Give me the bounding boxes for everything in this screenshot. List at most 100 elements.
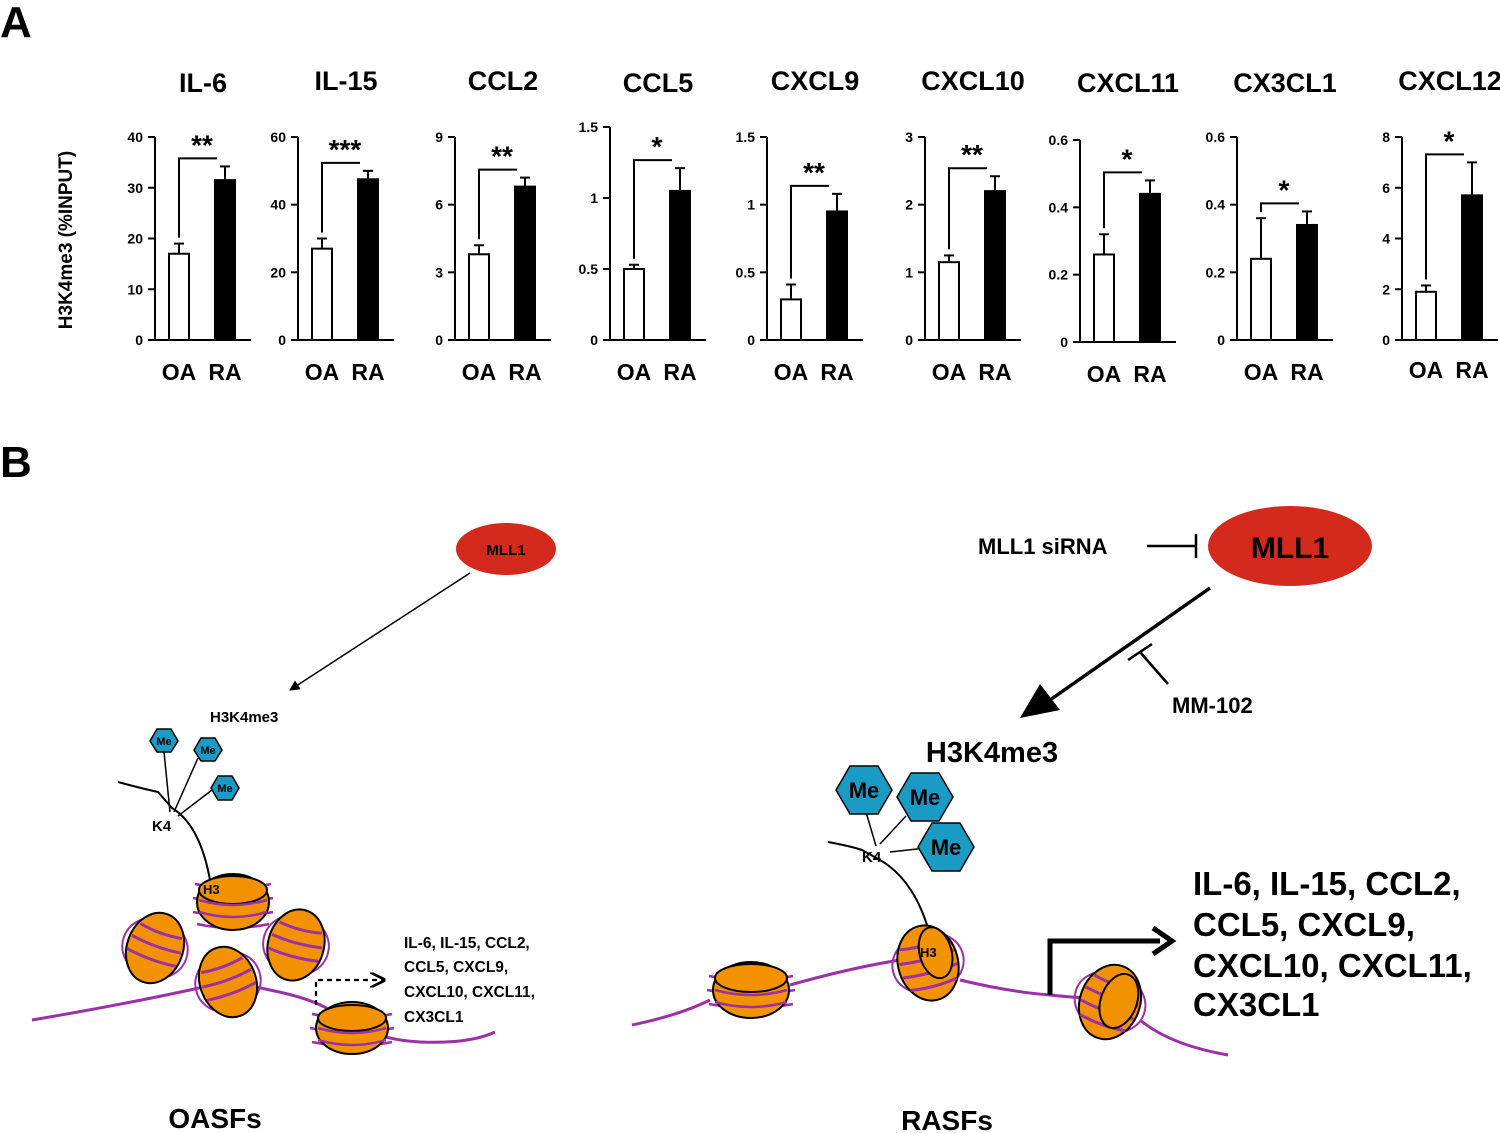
rasf-caption: RASFs	[901, 1105, 993, 1133]
cxcl10-chart-title: CXCL10	[921, 66, 1025, 96]
rasf-mll1-label: MLL1	[1251, 532, 1329, 565]
rasf-histone-tail	[827, 841, 931, 936]
cxcl12-y-tick-label: 8	[1382, 129, 1390, 145]
cxcl11-y-tick-label: 0.2	[1049, 267, 1069, 283]
cx3cl1-x-tick-label: OA	[1244, 359, 1279, 385]
il-15-y-tick-label: 0	[278, 332, 286, 348]
oasf-methyl-group-1: Me	[149, 728, 179, 753]
oasf-gene-line-2: CCL5, CXCL9,	[404, 959, 508, 976]
oasf-gene-line-4: CX3CL1	[404, 1009, 464, 1026]
cxcl9-significance-bracket	[790, 184, 829, 279]
rasf-me-bond-1	[865, 811, 877, 847]
oasf-diagram: MLL1 H3K4me3 K4 Me Me Me	[31, 523, 556, 1133]
cx3cl1-significance-bracket	[1260, 202, 1299, 213]
cxcl9-significance-label: **	[803, 157, 825, 188]
il-6-x-tick-label: OA	[162, 359, 197, 385]
ccl2-significance-bracket	[478, 168, 517, 240]
ccl2-significance-label: **	[491, 141, 513, 172]
cxcl12-significance-label: *	[1444, 125, 1455, 156]
cxcl12-x-tick-label: OA	[1409, 357, 1444, 383]
cxcl12-chart-title: CXCL12	[1398, 66, 1500, 96]
rasf-methyl-group-3: Me	[917, 822, 975, 872]
il-6-bar-oa	[168, 252, 190, 342]
il-6-bar-ra	[214, 179, 236, 341]
svg-text:Me: Me	[217, 783, 232, 795]
il-15-y-tick-label: 60	[270, 129, 286, 145]
il-15-significance-label: ***	[329, 134, 362, 165]
rasf-mark-label: H3K4me3	[926, 737, 1058, 769]
cxcl12-significance-bracket	[1425, 153, 1464, 280]
ccl2-x-tick-label: OA	[462, 359, 497, 385]
cxcl10-y-tick-label: 1	[905, 264, 913, 280]
il-6-y-tick-label: 0	[135, 332, 143, 348]
cxcl10-y-tick-label: 3	[905, 129, 913, 145]
rasf-mm102-inhibit-line	[1139, 651, 1169, 685]
cxcl11-significance-bracket	[1103, 171, 1142, 229]
rasf-methylation-arrow-line	[1048, 586, 1212, 702]
cxcl11-bar-ra	[1139, 192, 1161, 343]
ccl2-y-tick-label: 6	[435, 197, 443, 213]
svg-text:Me: Me	[849, 778, 880, 803]
il-15-y-tick-label: 40	[270, 197, 286, 213]
cxcl11-x-tick-label: RA	[1133, 361, 1166, 387]
ccl5-significance-label: *	[652, 131, 663, 162]
ccl5-bar-oa	[623, 268, 645, 341]
rasf-gene-line-2: CCL5, CXCL9,	[1193, 906, 1415, 943]
oasf-nucleosome-h3	[192, 873, 274, 931]
il-6-y-tick-label: 30	[127, 180, 143, 196]
oasf-methylation-arrow	[289, 572, 471, 691]
rasf-dna	[631, 958, 1229, 1057]
ccl2-x-tick-label: RA	[508, 359, 541, 385]
ccl5-x-tick-label: OA	[617, 359, 652, 385]
cx3cl1-y-tick-label: 0.2	[1206, 264, 1226, 280]
rasf-gene-line-1: IL-6, IL-15, CCL2,	[1193, 865, 1461, 902]
cx3cl1-significance-label: *	[1279, 174, 1290, 205]
il-6-chart-title: IL-6	[179, 68, 227, 98]
ccl2-y-tick-label: 3	[435, 264, 443, 280]
y-axis-label: H3K4me3 (%INPUT)	[56, 151, 77, 329]
ccl5-chart-title: CCL5	[623, 68, 694, 98]
ccl2-chart-title: CCL2	[468, 66, 539, 96]
oasf-nucleosome-5	[309, 1001, 395, 1055]
il-6-significance-label: **	[191, 129, 213, 160]
oasf-caption: OASFs	[168, 1103, 261, 1133]
oasf-nucleosome-2	[262, 908, 330, 982]
cxcl10-bar-oa	[938, 261, 960, 341]
panel-b-label: B	[0, 438, 32, 487]
cx3cl1-y-tick-label: 0.6	[1206, 129, 1226, 145]
cxcl10-x-tick-label: RA	[978, 359, 1011, 385]
il-6-y-tick-label: 20	[127, 231, 143, 247]
cxcl9-y-tick-label: 0.5	[736, 264, 756, 280]
cx3cl1-y-tick-label: 0	[1217, 332, 1225, 348]
rasf-nucleosome-1	[706, 961, 796, 1019]
cxcl10-y-tick-label: 2	[905, 197, 913, 213]
oasf-gene-line-3: CXCL10, CXCL11,	[404, 984, 535, 1001]
cxcl9-y-tick-label: 1.5	[736, 129, 756, 145]
cxcl10-y-tick-label: 0	[905, 332, 913, 348]
cxcl11-y-tick-label: 0	[1060, 334, 1068, 350]
cxcl9-y-tick-label: 0	[747, 332, 755, 348]
cxcl12-x-tick-label: RA	[1455, 357, 1488, 383]
oasf-gene-line-1: IL-6, IL-15, CCL2,	[404, 935, 530, 952]
cxcl9-x-tick-label: RA	[820, 359, 853, 385]
oasf-histone-tail	[117, 781, 211, 881]
ccl5-significance-bracket	[633, 159, 672, 259]
il-15-bar-ra	[357, 178, 379, 341]
cxcl9-chart-title: CXCL9	[771, 66, 860, 96]
cxcl12-bar-ra	[1461, 194, 1483, 341]
ccl2-bar-ra	[514, 185, 536, 341]
svg-text:Me: Me	[931, 835, 962, 860]
rasf-mm102-label: MM-102	[1172, 693, 1253, 718]
ccl2-y-tick-label: 0	[435, 332, 443, 348]
il-6-significance-bracket	[178, 157, 217, 238]
il-15-bar-oa	[311, 247, 333, 341]
rasf-me-bond-2	[879, 815, 907, 845]
cxcl10-bar-ra	[984, 190, 1006, 341]
cxcl11-y-tick-label: 0.4	[1049, 199, 1069, 215]
ccl5-bar-ra	[669, 189, 691, 341]
ccl5-x-tick-label: RA	[663, 359, 696, 385]
cxcl12-y-tick-label: 2	[1382, 281, 1390, 297]
oasf-h3-label: H3	[203, 882, 220, 897]
